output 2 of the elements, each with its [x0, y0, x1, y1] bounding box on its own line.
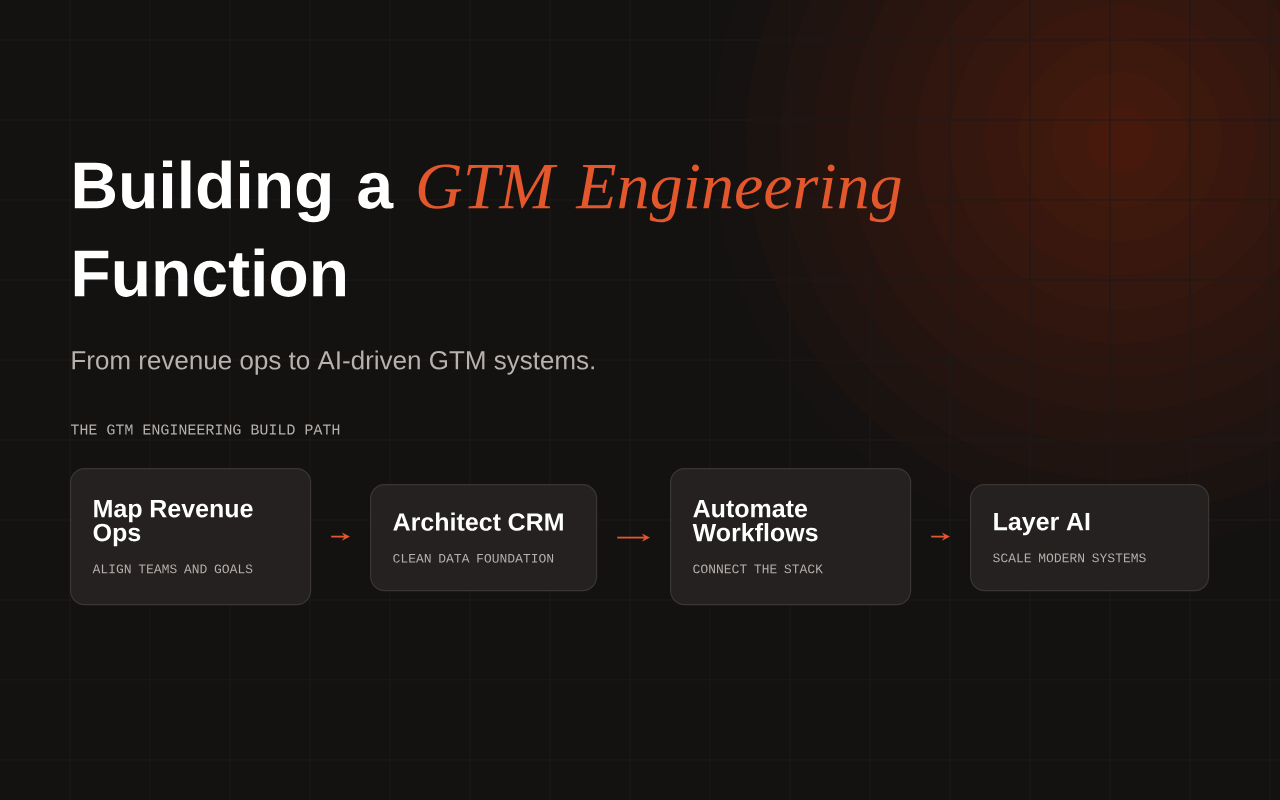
subtitle: From revenue ops to AI-driven GTM systems.: [72, 350, 594, 375]
title: Building a GTM Engineering Function: [74, 160, 901, 297]
